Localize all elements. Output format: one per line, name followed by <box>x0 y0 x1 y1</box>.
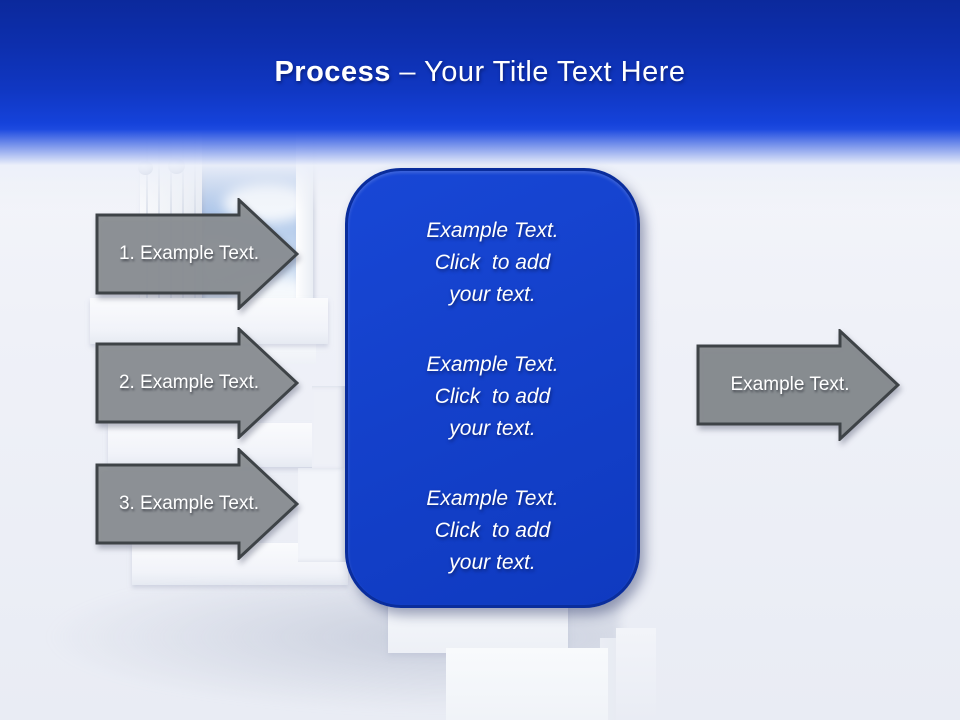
right-arrow-icon <box>95 198 299 310</box>
placeholder-line: your text. <box>449 417 536 440</box>
process-arrow-step1[interactable]: 1. Example Text. <box>95 198 299 310</box>
process-arrow-step2[interactable]: 2. Example Text. <box>95 327 299 439</box>
process-arrow-result[interactable]: Example Text. <box>696 329 900 441</box>
arrow-label: Example Text. <box>730 374 850 395</box>
right-arrow-icon <box>696 329 900 441</box>
stair-step <box>388 601 568 653</box>
text-placeholder-2[interactable]: Example Text. Click to add your text. <box>426 349 558 445</box>
stair-step <box>108 423 346 467</box>
stair-side <box>298 468 346 562</box>
text-placeholder-1[interactable]: Example Text. Click to add your text. <box>426 215 558 311</box>
stair-step <box>90 298 328 344</box>
placeholder-line: Example Text. <box>426 353 559 376</box>
placeholder-line: Click to add <box>434 251 551 274</box>
placeholder-line: Example Text. <box>426 487 559 510</box>
slide-title[interactable]: Process – Your Title Text Here <box>0 56 960 89</box>
stair-step <box>446 648 608 720</box>
right-arrow-icon <box>95 448 299 560</box>
text-placeholder-3[interactable]: Example Text. Click to add your text. <box>426 483 558 579</box>
stair-side <box>312 386 346 470</box>
arrow-label: 1. Example Text. <box>118 243 260 264</box>
slide-title-keyword: Process <box>274 56 391 88</box>
slide-title-text: – Your Title Text Here <box>390 56 686 88</box>
placeholder-line: Click to add <box>434 385 551 408</box>
right-arrow-icon <box>95 327 299 439</box>
process-arrow-step3[interactable]: 3. Example Text. <box>95 448 299 560</box>
placeholder-line: Example Text. <box>426 219 559 242</box>
content-panel[interactable]: Example Text. Click to add your text. Ex… <box>345 168 640 608</box>
arrow-label: 2. Example Text. <box>118 372 260 393</box>
placeholder-line: your text. <box>449 551 536 574</box>
placeholder-line: Click to add <box>434 519 551 542</box>
stair-step <box>616 628 656 720</box>
arrow-label: 3. Example Text. <box>118 493 260 514</box>
placeholder-line: your text. <box>449 283 536 306</box>
